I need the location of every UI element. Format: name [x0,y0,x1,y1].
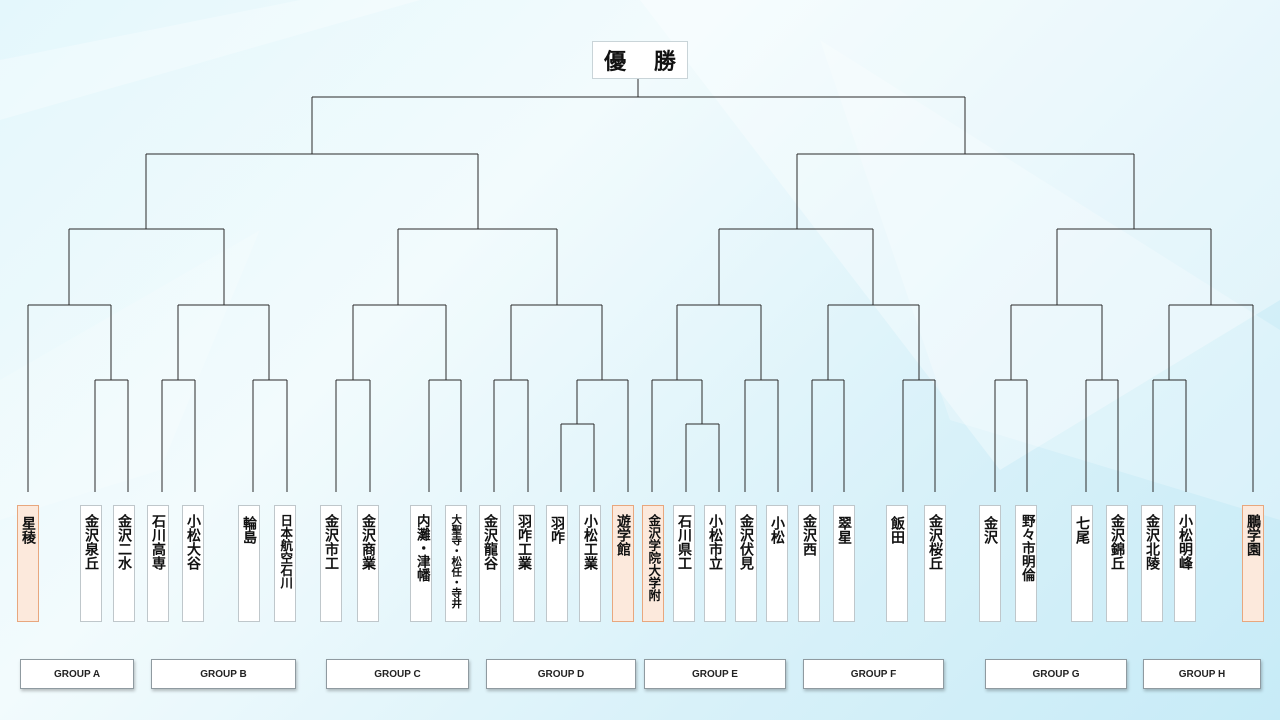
team-box: 金沢商業 [357,505,379,622]
group-label: GROUP A [20,659,134,689]
team-box: 金沢錦丘 [1106,505,1128,622]
team-box: 小松工業 [579,505,601,622]
team-box: 輪島 [238,505,260,622]
group-label: GROUP F [803,659,944,689]
team-box: 羽咋 [546,505,568,622]
group-label: GROUP H [1143,659,1261,689]
team-box: 遊学館 [612,505,634,622]
team-box: 飯田 [886,505,908,622]
team-box: 小松市立 [704,505,726,622]
team-box: 羽咋工業 [513,505,535,622]
team-box: 内灘・津幡 [410,505,432,622]
team-box: 金沢 [979,505,1001,622]
team-box: 小松 [766,505,788,622]
team-box: 金沢二水 [113,505,135,622]
team-box: 鵬学園 [1242,505,1264,622]
team-box: 金沢龍谷 [479,505,501,622]
team-box: 金沢桜丘 [924,505,946,622]
champion-title: 優 勝 [592,41,688,79]
team-box: 七尾 [1071,505,1093,622]
team-box: 石川県工 [673,505,695,622]
team-box: 小松明峰 [1174,505,1196,622]
group-label: GROUP B [151,659,296,689]
team-box: 金沢市工 [320,505,342,622]
team-box: 野々市明倫 [1015,505,1037,622]
group-label: GROUP C [326,659,469,689]
team-box: 翠星 [833,505,855,622]
team-box: 金沢泉丘 [80,505,102,622]
group-label: GROUP G [985,659,1127,689]
group-label: GROUP E [644,659,786,689]
team-box: 石川高専 [147,505,169,622]
team-box: 金沢北陵 [1141,505,1163,622]
team-box: 金沢伏見 [735,505,757,622]
team-box: 日本航空石川 [274,505,296,622]
team-box: 小松大谷 [182,505,204,622]
team-box: 金沢学院大学附 [642,505,664,622]
team-box: 大聖寺・松任・寺井 [445,505,467,622]
group-label: GROUP D [486,659,636,689]
team-box: 金沢西 [798,505,820,622]
team-box: 星稜 [17,505,39,622]
